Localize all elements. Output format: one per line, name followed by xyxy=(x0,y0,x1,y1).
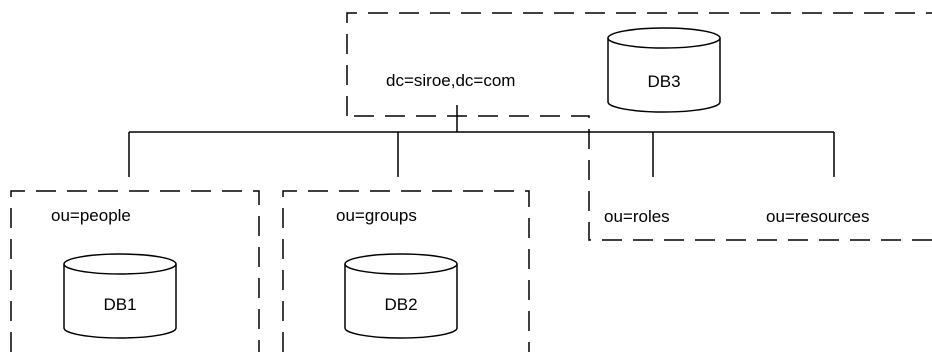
database-cylinder-db3 xyxy=(607,27,721,113)
ou-groups-label: ou=groups xyxy=(336,206,417,225)
partition-boundary-groups xyxy=(282,190,530,352)
db2-label: DB2 xyxy=(384,295,418,314)
database-cylinder-db1 xyxy=(63,253,177,339)
partition-boundary-root xyxy=(346,12,932,241)
ou-people-label: ou=people xyxy=(51,206,131,225)
ou-roles-label: ou=roles xyxy=(604,207,670,226)
db1-label: DB1 xyxy=(103,295,137,314)
partition-boundary-people xyxy=(10,190,260,352)
ou-resources-label: ou=resources xyxy=(766,207,870,226)
db3-label: DB3 xyxy=(647,72,681,91)
database-cylinder-db2 xyxy=(344,253,458,339)
root-dn-label: dc=siroe,dc=com xyxy=(386,71,516,90)
